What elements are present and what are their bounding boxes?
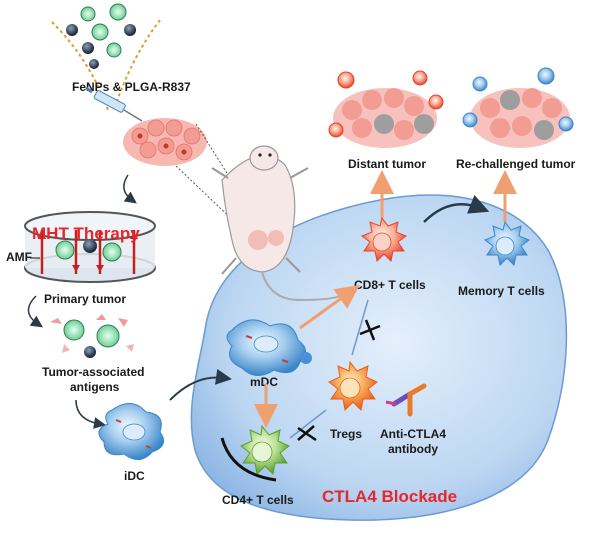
cd8-t-cell-icon bbox=[360, 216, 408, 263]
antigen-debris-icon bbox=[50, 314, 134, 358]
memory-t-cells-label: Memory T cells bbox=[458, 284, 545, 298]
ctla4-blockade-label: CTLA4 Blockade bbox=[322, 487, 457, 506]
amf-label: AMF bbox=[6, 250, 32, 264]
idc-label: iDC bbox=[124, 469, 145, 483]
cd4-t-cells-label: CD4+ T cells bbox=[222, 493, 294, 507]
rechallenged-tumor-icon bbox=[462, 67, 574, 148]
distant-tumor-icon bbox=[328, 70, 444, 148]
tregs-label: Tregs bbox=[330, 427, 362, 441]
mht-therapy-label: MHT Therapy bbox=[32, 224, 140, 243]
inhibition-icon bbox=[289, 299, 381, 442]
mdc-cell-icon bbox=[226, 319, 312, 376]
syringe-icon bbox=[85, 86, 143, 122]
treg-cell-icon bbox=[328, 360, 378, 412]
anti-ctla4-label-line2: antibody bbox=[388, 442, 438, 456]
memory-t-cell-icon bbox=[483, 220, 531, 267]
idc-cell-icon bbox=[98, 403, 165, 460]
mht-device-icon bbox=[24, 211, 156, 283]
tumor-antigens-label-line2: antigens bbox=[70, 380, 120, 394]
anti-ctla4-label-line1: Anti-CTLA4 bbox=[380, 427, 446, 441]
nanoparticles-icon bbox=[51, 3, 161, 111]
lymph-node-region bbox=[190, 194, 568, 521]
primary-tumor-mass-icon bbox=[123, 118, 207, 166]
rechallenged-tumor-label: Re-challenged tumor bbox=[456, 157, 576, 171]
antibody-icon bbox=[385, 383, 427, 417]
cd8-t-cells-label: CD8+ T cells bbox=[354, 278, 426, 292]
tumor-antigens-label-line1: Tumor-associated bbox=[42, 365, 144, 379]
distant-tumor-label: Distant tumor bbox=[348, 157, 426, 171]
mouse-icon bbox=[211, 145, 341, 302]
primary-tumor-label: Primary tumor bbox=[44, 292, 126, 306]
mdc-label: mDC bbox=[250, 375, 278, 389]
cd4-t-cell-icon bbox=[220, 424, 290, 482]
nanoparticles-label: FeNPs & PLGA-R837 bbox=[72, 80, 191, 94]
